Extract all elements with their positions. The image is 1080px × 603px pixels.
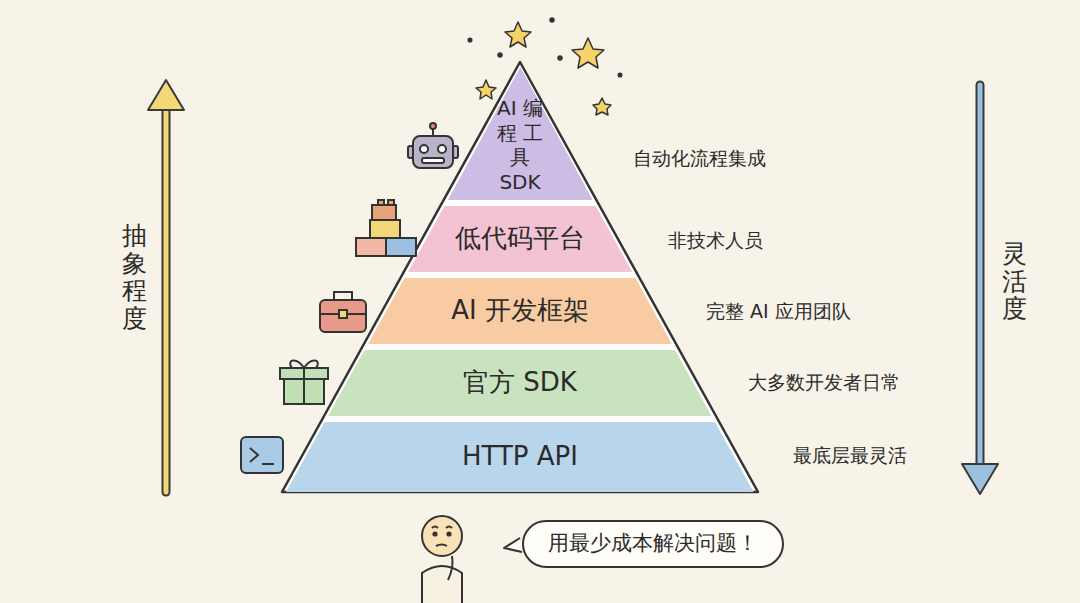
pyramid-band: HTTP API: [282, 422, 758, 492]
audience-note: 完整 AI 应用团队: [706, 299, 851, 325]
band-text: 官方 SDK: [463, 367, 577, 399]
briefcase-icon: [320, 292, 366, 332]
band-fill: [328, 350, 712, 416]
blocks-icon: [356, 200, 416, 256]
bubble-tail: [504, 538, 522, 552]
band-text: HTTP API: [462, 441, 578, 473]
terminal-icon: [241, 437, 283, 473]
pyramid-top: AI 编程 工具 SDK: [444, 62, 597, 200]
pyramid-outline: [282, 62, 758, 492]
band-text: 低代码平台: [455, 223, 585, 255]
audience-note: 自动化流程集成: [633, 146, 766, 172]
axis-label: 灵活度: [1002, 240, 1027, 323]
band-fill: [408, 206, 632, 272]
abstraction-arrow: [148, 80, 184, 492]
audience-note: 大多数开发者日常: [748, 370, 900, 396]
bubble-text: 用最少成本解决问题！: [548, 531, 758, 557]
thinking-person: [422, 516, 462, 603]
band-fill: [448, 67, 593, 200]
speech-bubble: 用最少成本解决问题！: [522, 520, 784, 568]
robot-icon: [408, 123, 458, 168]
audience-note: 最底层最灵活: [793, 443, 907, 469]
gift-icon: [280, 360, 328, 404]
audience-note: 非技术人员: [668, 228, 763, 254]
pyramid-band: 低代码平台: [404, 206, 636, 272]
band-text: AI 编程 工具 SDK: [490, 96, 550, 200]
band-fill: [286, 422, 754, 492]
pyramid-band: AI 开发框架: [364, 278, 676, 344]
band-fill: [368, 278, 672, 344]
flexibility-arrow: [962, 85, 998, 494]
pyramid-band: 官方 SDK: [324, 350, 716, 416]
axis-label: 抽象程度: [122, 222, 147, 332]
band-text: AI 开发框架: [451, 295, 589, 327]
stars: [468, 18, 622, 115]
